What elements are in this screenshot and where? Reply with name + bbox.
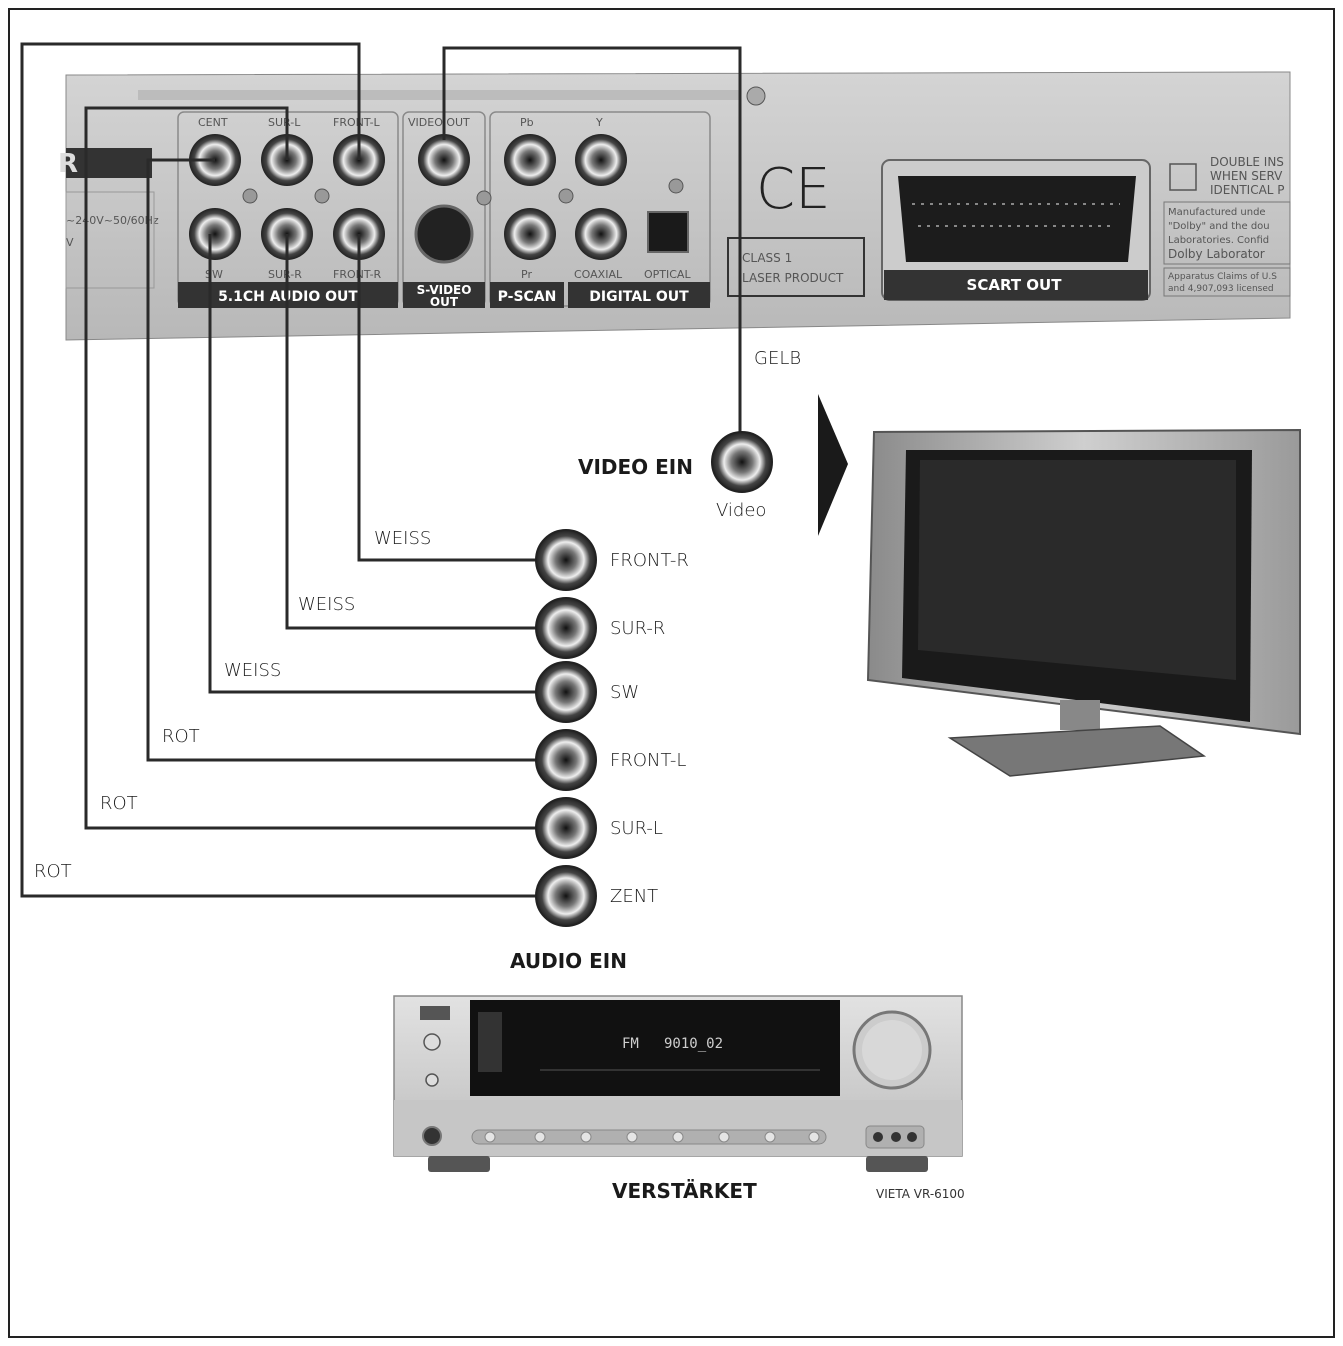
arrow-to-tv-icon bbox=[818, 394, 848, 536]
amp-display-band: FM bbox=[622, 1036, 639, 1052]
amplifier-title: VERSTÄRKET bbox=[612, 1179, 757, 1203]
port-label-sur-r: SUR-R bbox=[268, 268, 302, 281]
dolby-line-3: Laboratories. Confid bbox=[1168, 235, 1269, 246]
cable-routing bbox=[20, 42, 742, 898]
ce-mark: CE bbox=[756, 157, 830, 222]
bar-digital-out-label: DIGITAL OUT bbox=[589, 289, 689, 305]
video-in-jack bbox=[711, 431, 773, 493]
bar-s-video bbox=[403, 282, 485, 308]
amp-headphone-jack bbox=[422, 1126, 442, 1146]
power-spec-line: ~240V~50/60Hz bbox=[66, 214, 159, 227]
amp-power-button bbox=[423, 1033, 441, 1051]
amp-display bbox=[470, 1000, 840, 1096]
dolby-line-2: "Dolby" and the dou bbox=[1168, 221, 1270, 232]
port-label-front-l: FRONT-L bbox=[333, 116, 381, 129]
audio-in-group: FRONT-R SUR-R SW FRONT-L SUR-L ZENT AUDI… bbox=[510, 529, 689, 973]
wire-label-rot-zent: ROT bbox=[34, 861, 72, 882]
jack-pr bbox=[504, 208, 556, 260]
port-label-y: Y bbox=[595, 116, 603, 129]
model-plate bbox=[66, 148, 152, 178]
audio-in-label-sw: SW bbox=[610, 682, 639, 703]
bar-p-scan bbox=[490, 282, 564, 308]
laser-label-line-1: CLASS 1 bbox=[742, 251, 792, 265]
port-label-pr: Pr bbox=[521, 268, 532, 281]
audio-in-label-front-r: FRONT-R bbox=[610, 550, 689, 571]
scart-connector bbox=[898, 176, 1136, 262]
notice-line-1: DOUBLE INS bbox=[1210, 155, 1284, 169]
notice-line-2: WHEN SERV bbox=[1210, 169, 1283, 183]
port-label-optical: OPTICAL bbox=[644, 268, 691, 281]
wire-video bbox=[442, 46, 742, 462]
dvd-player-back-panel: R ~240V~50/60Hz V CENT SUR-L FRONT-L VID… bbox=[58, 71, 1291, 341]
patent-line-1: Apparatus Claims of U.S bbox=[1168, 272, 1277, 282]
wire-label-weiss-sur-r: WEISS bbox=[298, 594, 355, 615]
dolby-line-1: Manufactured unde bbox=[1168, 207, 1266, 218]
wire-front-r bbox=[357, 234, 540, 562]
port-label-sw: SW bbox=[205, 268, 223, 281]
tv-stand bbox=[947, 725, 1207, 777]
jack-optical bbox=[647, 211, 689, 253]
jack-pb bbox=[504, 134, 556, 186]
wire-label-rot-front-l: ROT bbox=[162, 726, 200, 747]
bar-s-video-label-1: S-VIDEO bbox=[417, 283, 472, 297]
amp-display-freq: 9010_02 bbox=[664, 1036, 723, 1052]
audio-in-label-sur-r: SUR-R bbox=[610, 618, 665, 639]
amplifier: FM 9010_02 VERSTÄRKET VIETA VR-6100 bbox=[393, 995, 965, 1203]
dolby-line-4: Dolby Laborator bbox=[1168, 247, 1265, 261]
amplifier-model: VIETA VR-6100 bbox=[876, 1187, 965, 1201]
television bbox=[866, 428, 1301, 777]
video-in-title: VIDEO EIN bbox=[578, 455, 693, 479]
video-in-jack-label: Video bbox=[716, 500, 766, 521]
wire-sur-l bbox=[84, 106, 540, 830]
port-label-sur-l: SUR-L bbox=[268, 116, 301, 129]
audio-in-label-sur-l: SUR-L bbox=[610, 818, 663, 839]
audio-in-title: AUDIO EIN bbox=[510, 949, 627, 973]
wire-front-l-to-zent bbox=[20, 42, 540, 898]
svg-text:R: R bbox=[58, 149, 78, 179]
audio-in-jack-sw bbox=[535, 661, 597, 723]
wire-label-weiss-sw: WEISS bbox=[224, 660, 281, 681]
wire-sur-r bbox=[285, 234, 540, 630]
jack-sw bbox=[189, 208, 241, 260]
bar-digital-out bbox=[568, 282, 710, 308]
bar-s-video-label-2: OUT bbox=[430, 295, 459, 309]
jack-video-out bbox=[418, 134, 470, 186]
audio-in-jack-front-l bbox=[535, 729, 597, 791]
port-label-video-out: VIDEO OUT bbox=[408, 116, 470, 129]
audio-in-label-front-l: FRONT-L bbox=[610, 750, 686, 771]
power-spec-unit: V bbox=[66, 236, 74, 249]
port-label-pb: Pb bbox=[520, 116, 534, 129]
laser-label-line-2: LASER PRODUCT bbox=[742, 271, 844, 285]
audio-in-jack-sur-r bbox=[535, 597, 597, 659]
bar-p-scan-label: P-SCAN bbox=[498, 289, 557, 305]
port-label-coaxial: COAXIAL bbox=[574, 268, 623, 281]
audio-in-label-zent: ZENT bbox=[610, 886, 658, 907]
wire-cent-to-front-l bbox=[146, 158, 540, 762]
page-frame bbox=[8, 8, 1335, 1338]
wire-label-weiss-front-r: WEISS bbox=[374, 528, 431, 549]
jack-y bbox=[575, 134, 627, 186]
wire-label-rot-sur-l: ROT bbox=[100, 793, 138, 814]
audio-in-jack-front-r bbox=[535, 529, 597, 591]
audio-in-jack-sur-l bbox=[535, 797, 597, 859]
patent-line-2: and 4,907,093 licensed bbox=[1168, 284, 1274, 294]
jack-s-video bbox=[414, 204, 474, 264]
jack-coaxial bbox=[575, 208, 627, 260]
wire-label-gelb: GELB bbox=[754, 348, 801, 369]
port-label-front-r: FRONT-R bbox=[333, 268, 382, 281]
laser-label-box bbox=[727, 237, 865, 297]
notice-line-3: IDENTICAL P bbox=[1210, 183, 1285, 197]
wire-sw bbox=[208, 234, 540, 694]
amp-foot-right bbox=[866, 1156, 928, 1172]
amp-foot-left bbox=[428, 1156, 490, 1172]
port-label-cent: CENT bbox=[198, 116, 228, 129]
video-in-group: VIDEO EIN Video bbox=[578, 431, 773, 521]
scart-out-label: SCART OUT bbox=[967, 276, 1063, 294]
audio-in-jack-zent bbox=[535, 865, 597, 927]
